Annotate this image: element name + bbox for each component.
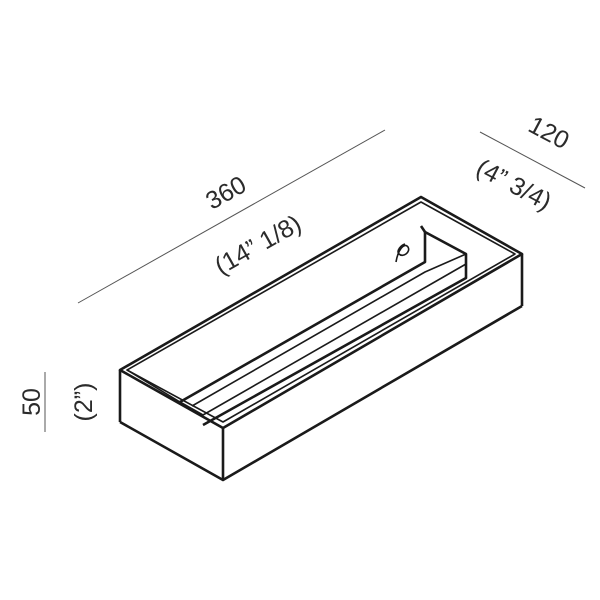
tray-bottom-edge xyxy=(119,304,523,482)
height-imperial: (2”) xyxy=(70,383,98,422)
tray-front-face xyxy=(120,370,223,480)
tray-clip-hook xyxy=(395,243,410,263)
divider-lower-edge xyxy=(202,263,467,416)
divider-top-edge xyxy=(179,230,468,427)
tray-inner-rim xyxy=(126,201,516,423)
divider-back-edge xyxy=(419,225,427,233)
depth-dimension-line xyxy=(479,131,586,189)
length-dimension-line xyxy=(77,129,386,304)
length-dimension: 360 (14” 1/8) xyxy=(77,129,386,304)
tray-inner-back-floor xyxy=(126,369,181,403)
depth-value: 120 xyxy=(524,111,574,155)
divider-floor-edge xyxy=(179,401,204,416)
height-value: 50 xyxy=(18,388,46,416)
tray-divider xyxy=(179,225,468,427)
divider-inner-edge xyxy=(191,253,467,407)
depth-imperial: (4” 3/4) xyxy=(472,154,556,217)
depth-dimension: 120 (4” 3/4) xyxy=(472,111,586,217)
tray-box xyxy=(118,195,524,482)
length-value: 360 xyxy=(201,171,251,216)
height-dimension: 50 (2”) xyxy=(18,372,98,432)
tray-long-side-face xyxy=(223,254,522,480)
